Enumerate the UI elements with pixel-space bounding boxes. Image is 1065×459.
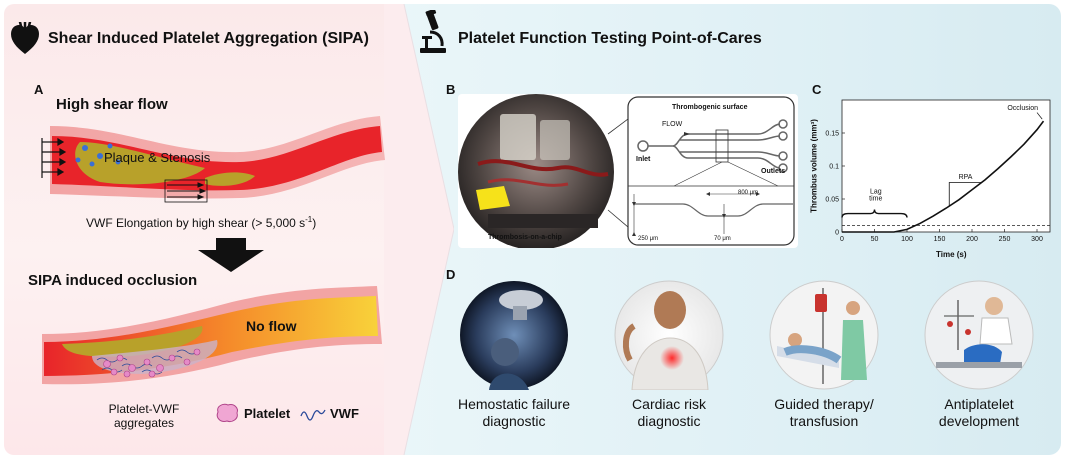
- aggregates-label: Platelet-VWF aggregates: [94, 402, 194, 430]
- x-tick-label: 300: [1031, 236, 1043, 243]
- vwf-elongation-sup: -1: [305, 215, 313, 224]
- dim-250-label: 250 μm: [638, 236, 659, 242]
- x-tick-label: 150: [934, 236, 946, 243]
- vwf-elongation-end: ): [312, 216, 317, 230]
- vessel-high-shear: [41, 116, 385, 203]
- app-cardiac-line1: Cardiac risk: [632, 396, 706, 412]
- sipa-title: Shear Induced Platelet Aggregation (SIPA…: [48, 30, 369, 47]
- thrombus-volume-line: [842, 120, 1045, 233]
- x-tick-label: 200: [966, 236, 978, 243]
- transfusion-image: [769, 280, 879, 390]
- app-label-hemostatic: Hemostatic failure diagnostic: [444, 396, 584, 430]
- app-hemostatic-line1: Hemostatic failure: [457, 396, 571, 412]
- lag-label-line1: Lag: [870, 189, 882, 196]
- dim-70-label: 70 μm: [714, 236, 731, 242]
- vessel-occlusion: [42, 286, 382, 385]
- antiplatelet-image: [924, 280, 1034, 390]
- app-label-cardiac: Cardiac risk diagnostic: [599, 396, 739, 430]
- x-tick-label: 0: [840, 236, 844, 243]
- chip-caption: Thrombosis-on-a-chip: [488, 234, 562, 241]
- rpa-slope-marker: [948, 182, 982, 206]
- x-tick-label: 100: [901, 236, 913, 243]
- panel-letter-c: C: [812, 82, 822, 97]
- app-guided-line2: transfusion: [789, 413, 859, 429]
- thrombogenic-label: Thrombogenic surface: [672, 104, 748, 111]
- chip-photo: [458, 94, 795, 248]
- occlusion-label: SIPA induced occlusion: [28, 272, 198, 289]
- app-antiplatelet-line1: Antiplatelet: [944, 396, 1014, 412]
- app-cardiac-line2: diagnostic: [637, 413, 701, 429]
- app-guided-line1: Guided therapy/: [774, 396, 874, 412]
- x-tick-label: 250: [999, 236, 1011, 243]
- chart-xlabel: Time (s): [936, 250, 967, 259]
- vwf-elongation-text: VWF Elongation by high shear (> 5,000 s: [86, 216, 306, 230]
- occlusion-annotation: Occlusion: [1007, 105, 1038, 112]
- panel-letter-b: B: [446, 82, 456, 97]
- lag-label-line2: time: [869, 195, 882, 202]
- cardiac-image: [614, 280, 724, 390]
- chart-ylabel-wrap: Thrombus volume (mm³): [804, 106, 822, 226]
- high-shear-label: High shear flow: [56, 96, 168, 113]
- rpa-label: RPA: [959, 174, 973, 181]
- panel-chevron: [384, 4, 454, 455]
- app-hemostatic-line2: diagnostic: [482, 413, 546, 429]
- chip-figure: Thrombogenic surface FLOW Inlet Outlets …: [458, 94, 798, 248]
- chart-plot-area: [841, 99, 1051, 233]
- dim-800-label: 800 μm: [738, 190, 759, 196]
- aggregates-line1: Platelet-VWF: [108, 402, 180, 416]
- plaque-label: Plaque & Stenosis: [104, 150, 211, 165]
- vwf-elongation-label: VWF Elongation by high shear (> 5,000 s-…: [86, 215, 316, 230]
- panel-letter-d: D: [446, 267, 456, 282]
- legend-platelet: Platelet: [244, 406, 291, 421]
- inlet-label: Inlet: [636, 156, 651, 163]
- app-antiplatelet-line2: development: [938, 413, 1020, 429]
- y-tick-label: 0.05: [825, 197, 839, 204]
- chart-ylabel: Thrombus volume (mm³): [809, 119, 819, 213]
- platelet-icon: [216, 403, 238, 422]
- microscope-icon: [420, 10, 446, 53]
- heart-icon: [11, 22, 39, 54]
- x-tick-label: 50: [871, 236, 879, 243]
- flow-label: FLOW: [662, 121, 683, 128]
- no-flow-label: No flow: [246, 318, 297, 334]
- aggregates-line2: aggregates: [113, 416, 175, 430]
- y-tick-label: 0: [835, 230, 839, 237]
- lag-time-brace: [841, 209, 908, 218]
- panel-letter-a: A: [34, 82, 44, 97]
- occlusion-arrow: [1036, 112, 1043, 120]
- poc-title: Platelet Function Testing Point-of-Cares: [458, 30, 762, 47]
- vwf-icon: [300, 409, 326, 421]
- down-arrow-icon: [198, 238, 264, 272]
- app-label-guided: Guided therapy/ transfusion: [754, 396, 894, 430]
- surgery-image: [460, 281, 568, 390]
- y-tick-label: 0.1: [829, 164, 839, 171]
- outlets-label: Outlets: [761, 168, 786, 175]
- y-tick-label: 0.15: [825, 131, 839, 138]
- legend-vwf: VWF: [330, 406, 359, 421]
- app-label-antiplatelet: Antiplatelet development: [909, 396, 1049, 430]
